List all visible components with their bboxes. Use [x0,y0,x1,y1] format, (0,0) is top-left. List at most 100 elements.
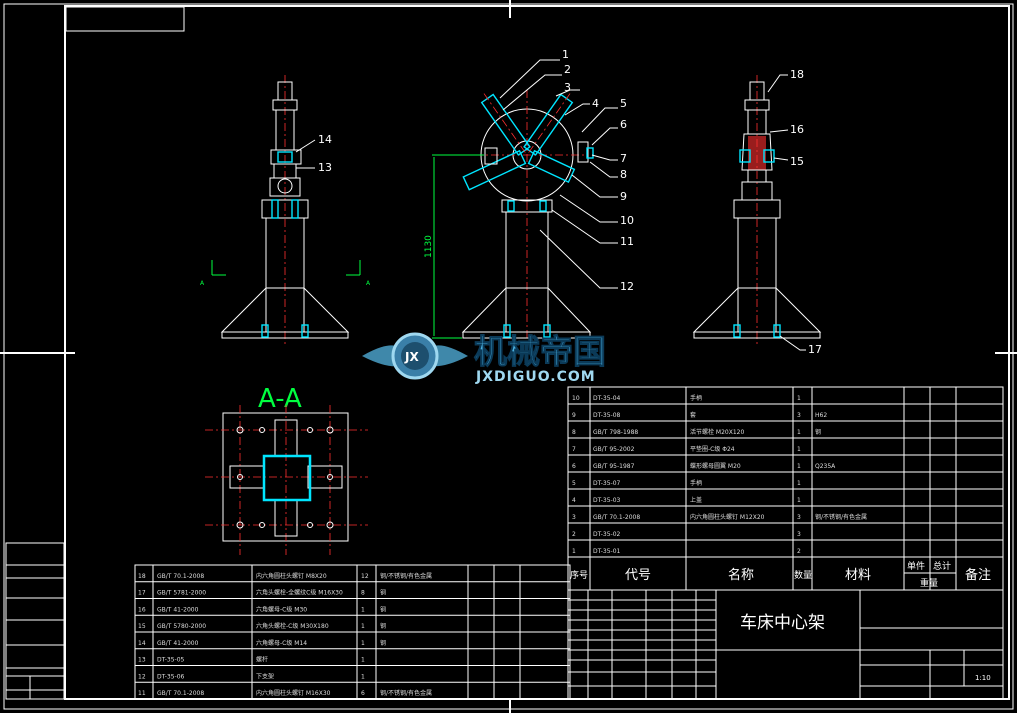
section-a-a: A-A [205,384,368,555]
height-dimension: 1130 [424,235,434,258]
part-name: 手柄 [690,479,702,487]
part-name: 上盖 [690,496,702,504]
part-no: 4 [572,497,576,504]
part-code: DT-35-01 [593,548,621,555]
part-mat: H62 [815,412,827,419]
part-mat: 钢 [380,589,386,597]
part-name: 六角螺母-C级 M30 [256,605,307,613]
callout-10: 10 [620,214,634,227]
hdr-mat: 材料 [845,568,871,583]
part-code: GB/T 95-1987 [593,463,635,470]
part-qty: 3 [797,412,801,419]
part-name: 蝶形螺母圆翼 M20 [690,462,741,470]
part-mat: 钢 [380,605,386,613]
part-qty: 2 [797,548,801,555]
drawing-title: 车床中心架 [740,613,825,633]
part-qty: 1 [797,497,801,504]
hdr-single: 单件 [907,560,925,572]
part-qty: 1 [361,657,365,664]
part-name: 套 [690,411,696,419]
part-no: 13 [138,657,146,664]
callout-17: 17 [808,343,822,356]
part-code: DT-35-08 [593,412,621,419]
callout-5: 5 [620,97,627,110]
part-name: 内六角圆柱头螺钉 M16X30 [256,689,331,697]
section-mark-left: A [200,280,205,287]
hdr-weight: 重量 [920,577,938,589]
part-name: 螺杆 [256,656,268,664]
parts-header-row: 序号 代号 名称 数量 材料 单件 总计 重量 备注 [567,556,1004,591]
part-no: 12 [138,673,146,680]
part-qty: 3 [797,514,801,521]
part-code: GB/T 70.1-2008 [157,690,204,697]
part-no: 8 [572,429,576,436]
hdr-remark: 备注 [965,567,991,583]
part-no: 14 [138,640,146,647]
part-no: 6 [572,463,576,470]
part-qty: 1 [797,429,801,436]
part-mat: Q235A [815,463,836,470]
part-name: 平垫圈-C级 Φ24 [690,445,735,453]
part-no: 16 [138,606,146,613]
part-name: 内六角圆柱头螺钉 M12X20 [690,513,765,521]
part-no: 10 [572,395,580,402]
part-mat: 钢/不锈钢/有色金属 [815,513,867,521]
part-qty: 1 [797,446,801,453]
watermark-brand: 机械帝国 [474,332,606,371]
part-qty: 1 [361,606,365,613]
part-name: 活节螺栓 M20X120 [690,428,744,436]
part-no: 15 [138,623,146,630]
hdr-code: 代号 [625,568,651,583]
callout-9: 9 [620,190,627,203]
part-no: 3 [572,514,576,521]
watermark-emblem: JX [404,350,419,364]
callout-18: 18 [790,68,804,81]
part-code: GB/T 41-2000 [157,606,199,613]
part-code: GB/T 798-1988 [593,429,638,436]
part-code: DT-35-06 [157,673,185,680]
part-qty: 1 [797,480,801,487]
part-no: 2 [572,531,576,538]
part-mat: 钢 [380,639,386,647]
scale-value: 1:10 [975,674,991,682]
part-qty: 1 [797,463,801,470]
watermark: JX 机械帝国 JXDIGUO.COM [362,332,607,385]
part-no: 17 [138,590,146,597]
part-name: 内六角圆柱头螺钉 M8X20 [256,572,327,580]
section-mark-right: A [366,280,371,287]
part-mat: 钢 [380,622,386,630]
part-code: GB/T 95-2002 [593,446,635,453]
callout-15: 15 [790,155,804,168]
part-code: DT-35-02 [593,531,621,538]
part-qty: 3 [797,531,801,538]
callout-7: 7 [620,152,627,165]
part-no: 11 [138,690,146,697]
part-qty: 6 [361,690,365,697]
hdr-no: 序号 [570,569,588,581]
part-code: DT-35-05 [157,657,185,664]
part-code: DT-35-07 [593,480,621,487]
part-code: DT-35-04 [593,395,621,402]
revision-strip [5,542,65,700]
left-side-view: A A 14 13 [200,75,371,345]
part-no: 5 [572,480,576,487]
part-name: 手柄 [690,394,702,402]
callout-1: 1 [562,48,569,61]
part-code: GB/T 5780-2000 [157,623,206,630]
callout-4: 4 [592,97,599,110]
part-mat: 钢/不锈钢/有色金属 [380,689,432,697]
part-code: GB/T 5781-2000 [157,590,206,597]
outer-border [3,3,1014,710]
part-no: 1 [572,548,576,555]
hdr-qty: 数量 [794,569,812,581]
part-name: 六角头螺栓-全螺纹C级 M16X30 [256,589,343,597]
part-mat: 钢 [815,428,821,436]
front-view: 1130 1 2 3 4 5 6 7 8 9 10 11 12 [424,48,634,345]
part-qty: 1 [361,640,365,647]
part-mat: 钢/不锈钢/有色金属 [380,572,432,580]
hdr-total: 总计 [933,560,951,572]
part-code: DT-35-03 [593,497,621,504]
part-no: 7 [572,446,576,453]
